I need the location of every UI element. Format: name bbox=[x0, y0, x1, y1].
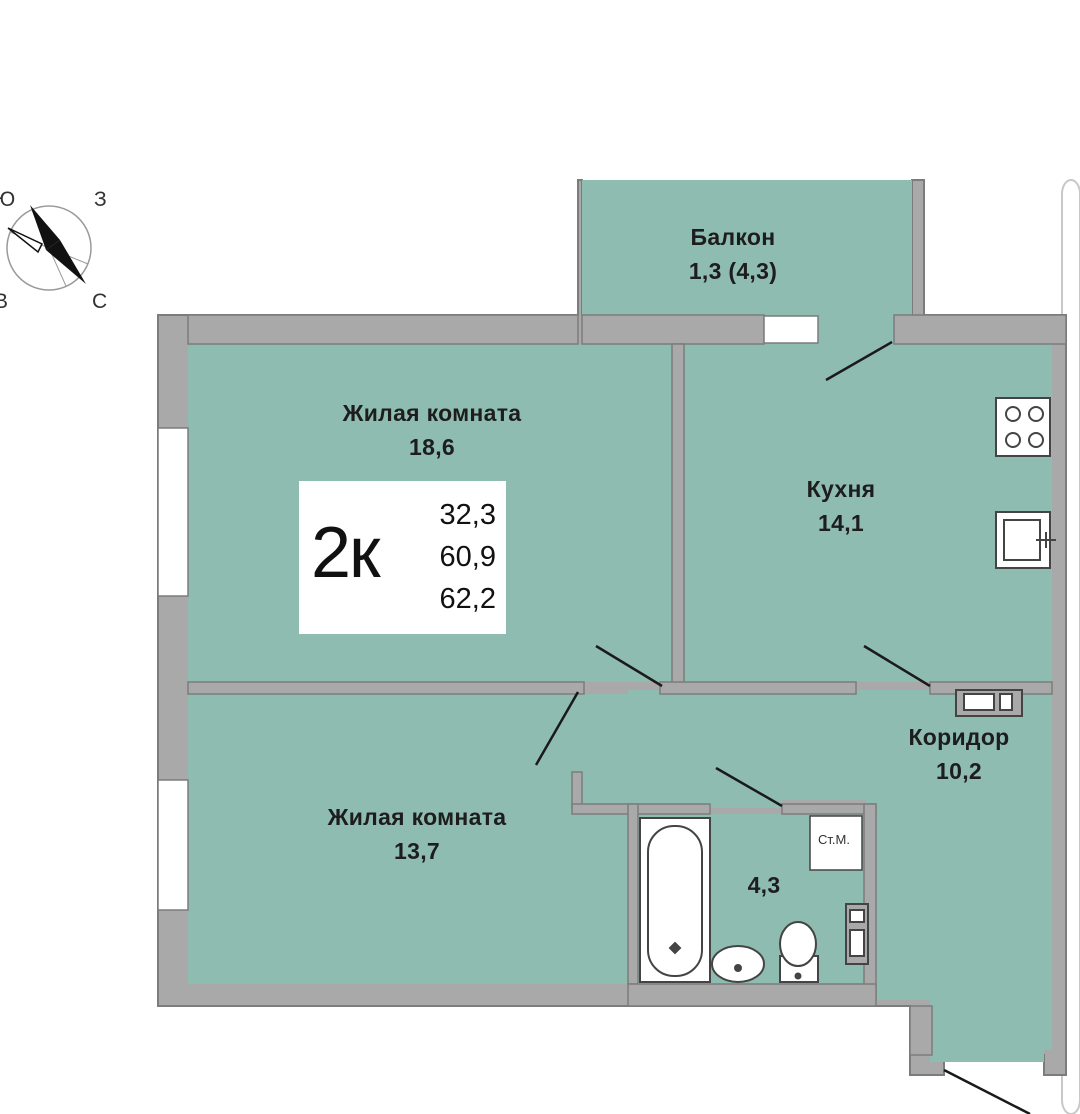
compass-southeast: С bbox=[92, 290, 108, 313]
compass-southwest: В bbox=[0, 290, 9, 313]
kitchen-sink-icon bbox=[995, 511, 1056, 569]
living-room-2-label: Жилая комната 13,7 bbox=[328, 800, 507, 868]
shelf-icon bbox=[955, 689, 1023, 717]
apartment-type: 2к bbox=[311, 513, 381, 593]
corridor-name: Коридор bbox=[908, 724, 1010, 750]
balcony-area: 1,3 (4,3) bbox=[688, 258, 778, 284]
stove-icon bbox=[995, 397, 1051, 457]
balcony-name: Балкон bbox=[690, 224, 776, 250]
toilet-icon bbox=[779, 921, 819, 983]
compass-icon bbox=[6, 205, 92, 291]
compass-west: Ю bbox=[0, 188, 16, 211]
living-room-2-area: 13,7 bbox=[394, 838, 440, 864]
doors bbox=[534, 340, 1031, 1114]
living-room-1-label: Жилая комната 18,6 bbox=[343, 396, 522, 464]
kitchen-label: Кухня 14,1 bbox=[807, 472, 876, 540]
living-room-1-name: Жилая комната bbox=[342, 400, 522, 426]
corridor-area: 10,2 bbox=[936, 758, 982, 784]
kitchen-name: Кухня bbox=[806, 476, 876, 502]
total-area-value: 60,9 bbox=[439, 541, 496, 573]
washbasin-icon bbox=[711, 945, 765, 983]
windows bbox=[157, 315, 819, 911]
bathroom-label: 4,3 bbox=[748, 868, 781, 902]
living-area-value: 32,3 bbox=[439, 499, 496, 531]
total-with-balcony-value: 62,2 bbox=[439, 583, 496, 615]
balcony-label: Балкон 1,3 (4,3) bbox=[689, 220, 777, 288]
apartment-info-box: 2к 32,3 60,9 62,2 bbox=[299, 481, 506, 634]
compass-east: З bbox=[94, 188, 107, 211]
bathtub-icon bbox=[639, 817, 711, 983]
inner-walls bbox=[187, 314, 1067, 1056]
living-room-2-name: Жилая комната bbox=[327, 804, 507, 830]
bathroom-area: 4,3 bbox=[747, 872, 781, 898]
bath-shelf-icon bbox=[845, 903, 869, 965]
living-room-1-area: 18,6 bbox=[409, 434, 455, 460]
kitchen-area: 14,1 bbox=[818, 510, 864, 536]
washing-machine-label: Ст.М. bbox=[818, 832, 850, 847]
washing-machine-icon bbox=[809, 815, 863, 871]
corridor-label: Коридор 10,2 bbox=[908, 720, 1009, 788]
